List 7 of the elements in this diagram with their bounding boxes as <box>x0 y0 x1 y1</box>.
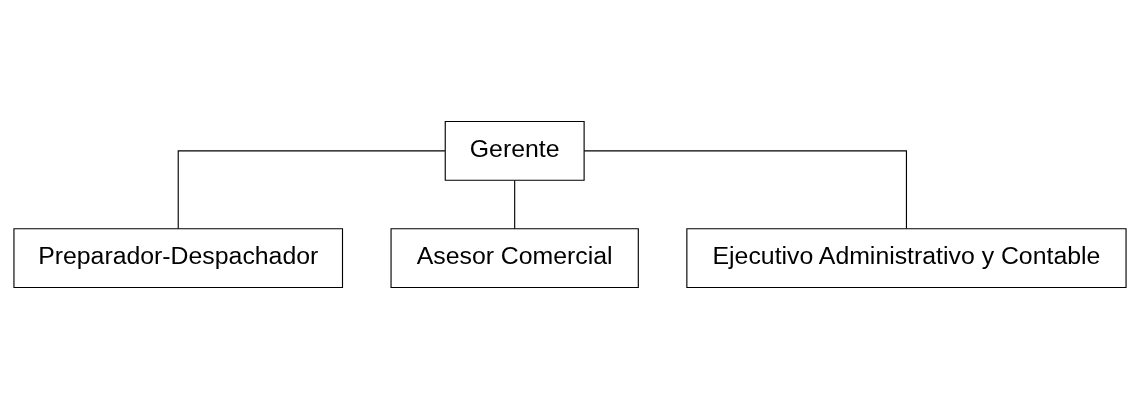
node-box: Preparador-Despachador <box>13 228 344 289</box>
node-box: Asesor Comercial <box>390 228 639 289</box>
node-box: Gerente <box>444 120 585 181</box>
connector <box>514 179 516 230</box>
node-box: Ejecutivo Administrativo y Contable <box>686 228 1127 289</box>
connector <box>177 150 446 230</box>
connector <box>583 150 907 230</box>
